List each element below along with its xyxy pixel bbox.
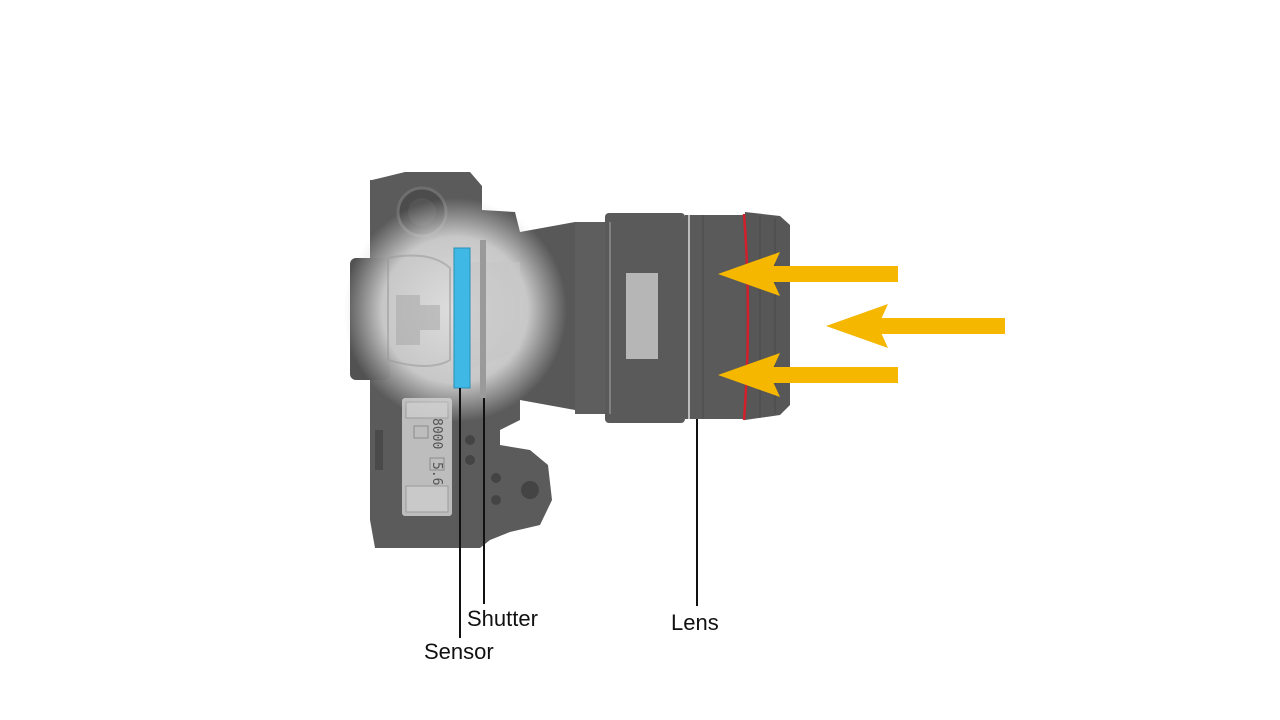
light-arrow-icon [826,304,1005,348]
light-arrow-icon [718,252,898,296]
sensor-label: Sensor [424,639,494,664]
lcd-shutter-speed: 8000 [429,418,444,449]
shutter-label: Shutter [467,606,538,631]
lcd-aperture: 5.6 [429,462,444,485]
incoming-light-arrows [718,252,1005,397]
sensor-element [453,247,471,389]
lens-label: Lens [671,610,719,635]
light-arrow-icon [718,353,898,397]
lens-focus-window [626,273,658,359]
lens-red-ring [742,213,750,421]
shutter-element [480,240,486,398]
